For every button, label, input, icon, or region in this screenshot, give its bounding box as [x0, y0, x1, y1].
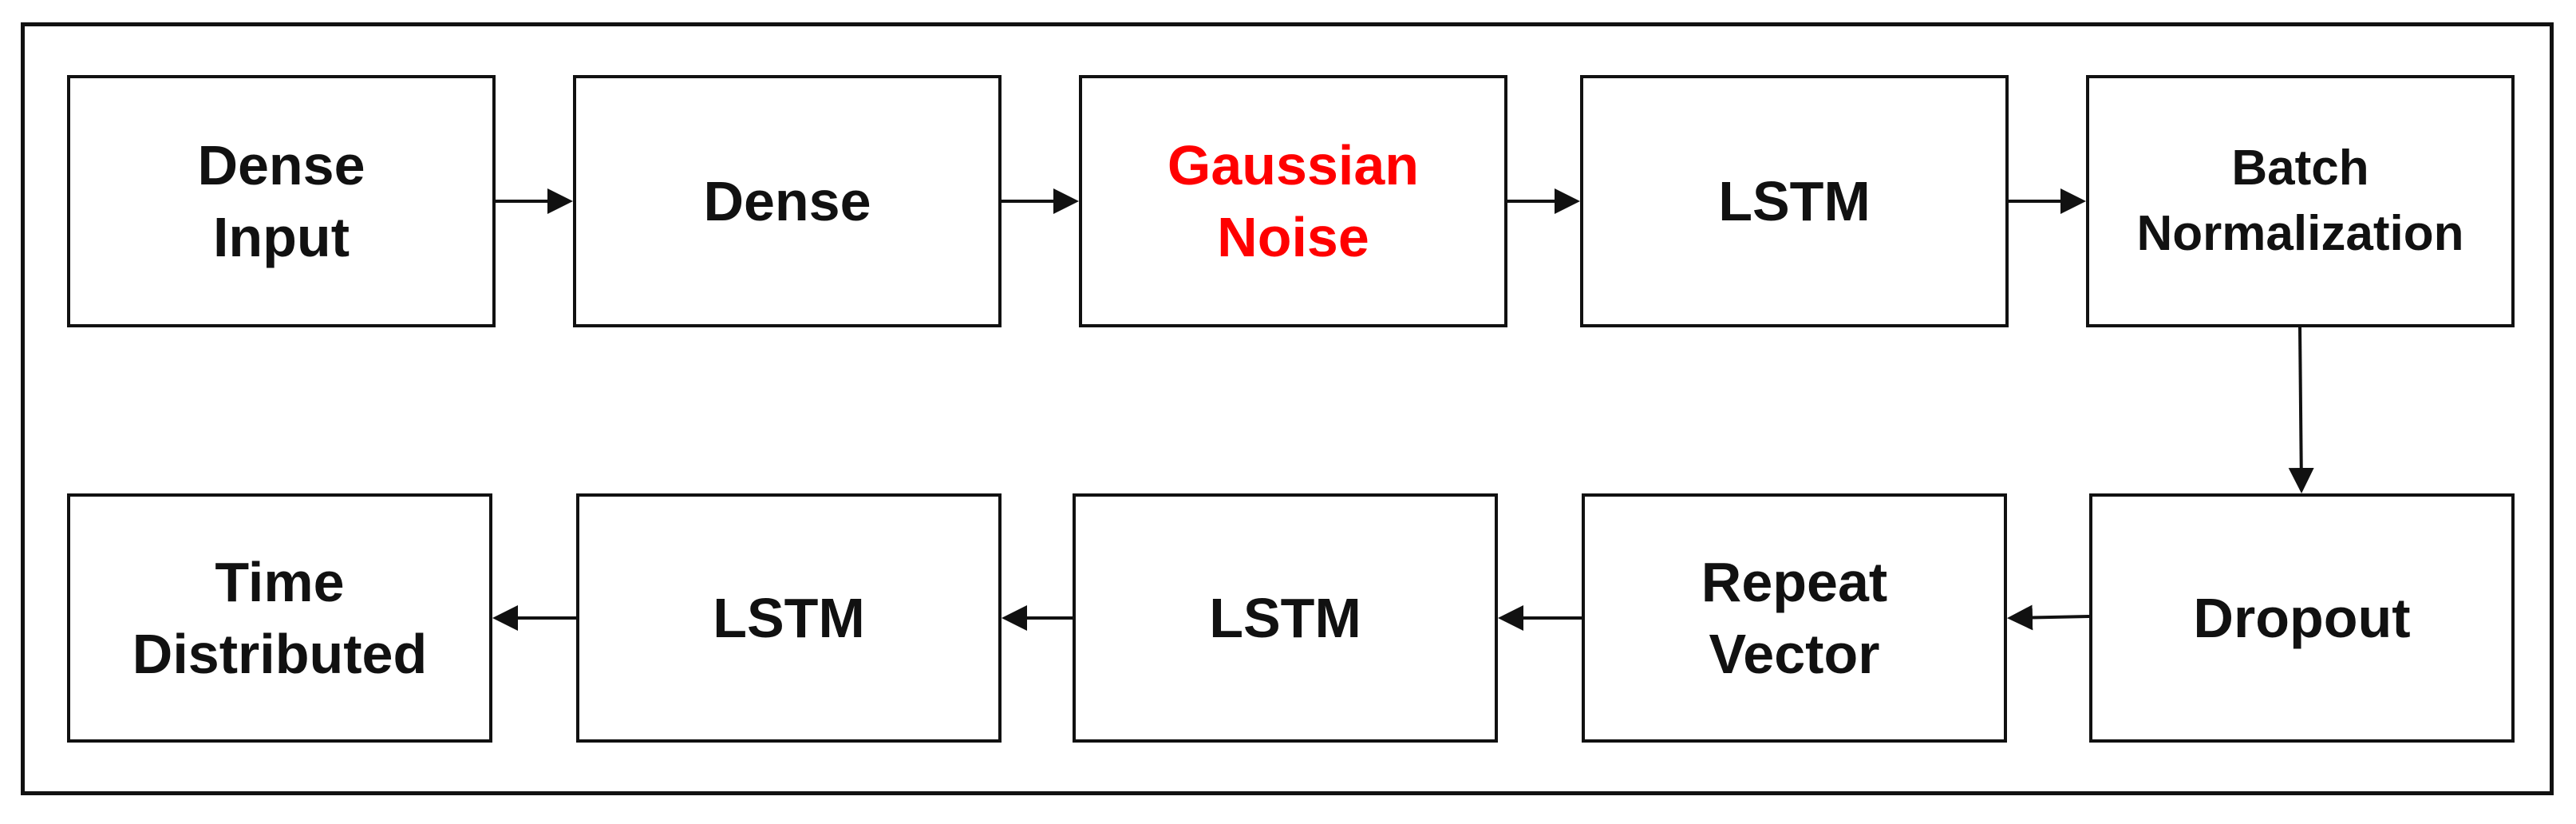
- repeat-vector-block: Repeat Vector: [1582, 493, 2007, 743]
- lstm-label-1: LSTM: [1718, 170, 1871, 232]
- dense-block: Dense: [573, 75, 1002, 327]
- time-distributed-block: Time Distributed: [67, 493, 492, 743]
- lstm-block-1: LSTM: [1580, 75, 2009, 327]
- lstm-block-3: LSTM: [576, 493, 1002, 743]
- arrow-dropout-to-repeat-vector: [2007, 604, 2090, 631]
- dense-label: Dense: [703, 170, 871, 232]
- batch-normalization-label: Batch Normalization: [2136, 141, 2464, 261]
- arrow-batch-normalization-to-dropout: [2288, 327, 2314, 493]
- lstm-block-2: LSTM: [1073, 493, 1498, 743]
- dropout-label: Dropout: [2193, 587, 2411, 649]
- lstm-label-2: LSTM: [1209, 587, 1361, 649]
- dense-input-label: Dense Input: [197, 134, 365, 268]
- gaussian-noise-block: Gaussian Noise: [1079, 75, 1507, 327]
- time-distributed-label: Time Distributed: [132, 551, 428, 685]
- dropout-block: Dropout: [2089, 493, 2515, 743]
- batch-normalization-block: Batch Normalization: [2086, 75, 2515, 327]
- gaussian-noise-label: Gaussian Noise: [1167, 134, 1420, 268]
- dense-input-block: Dense Input: [67, 75, 496, 327]
- repeat-vector-label: Repeat Vector: [1701, 551, 1888, 685]
- lstm-label-3: LSTM: [713, 587, 865, 649]
- diagram-frame: [21, 22, 2554, 795]
